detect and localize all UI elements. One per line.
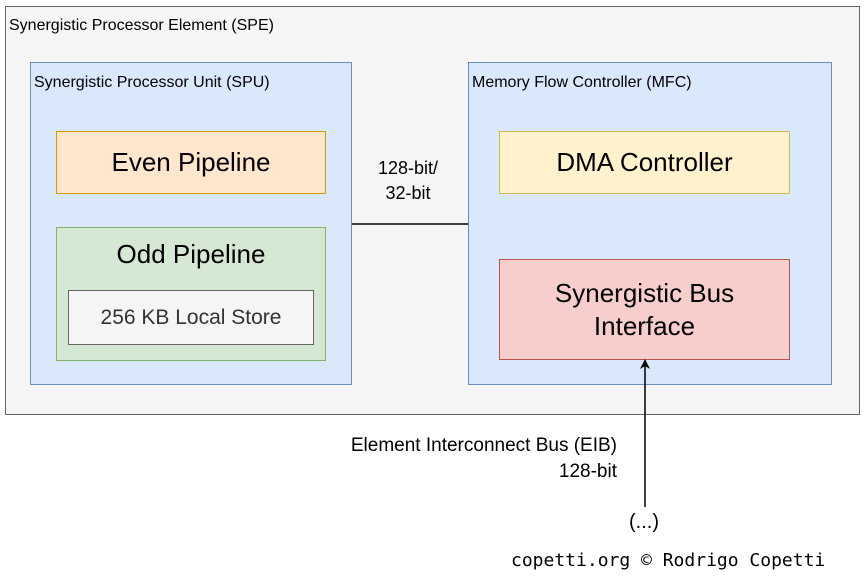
ellipsis-label: (...) — [629, 511, 659, 533]
link-width-line2: 32-bit — [385, 183, 431, 203]
bus-interface-label: Synergistic Bus Interface — [555, 277, 734, 343]
even-pipeline-block: Even Pipeline — [56, 131, 326, 194]
mfc-title: Memory Flow Controller (MFC) — [472, 74, 692, 91]
credit-text: copetti.org © Rodrigo Copetti — [511, 550, 826, 571]
dma-controller-label: DMA Controller — [556, 147, 733, 177]
link-width-label: 128-bit/ 32-bit — [350, 156, 466, 206]
odd-pipeline-label: Odd Pipeline — [116, 239, 266, 269]
bus-interface-label-line2: Interface — [593, 310, 696, 341]
eib-label: Element Interconnect Bus (EIB) 128-bit — [260, 433, 617, 485]
eib-label-line1: Element Interconnect Bus (EIB) — [350, 435, 617, 456]
dma-controller-block: DMA Controller — [499, 131, 790, 194]
link-width-line1: 128-bit/ — [377, 158, 439, 178]
eib-label-line2: 128-bit — [558, 461, 617, 482]
bus-interface-block: Synergistic Bus Interface — [499, 259, 790, 360]
local-store-label: 256 KB Local Store — [100, 305, 282, 329]
bus-interface-label-line1: Synergistic Bus — [554, 277, 735, 308]
local-store-block: 256 KB Local Store — [68, 290, 314, 345]
spe-title: Synergistic Processor Element (SPE) — [9, 17, 274, 34]
spu-title: Synergistic Processor Unit (SPU) — [34, 74, 270, 91]
even-pipeline-label: Even Pipeline — [111, 147, 271, 177]
